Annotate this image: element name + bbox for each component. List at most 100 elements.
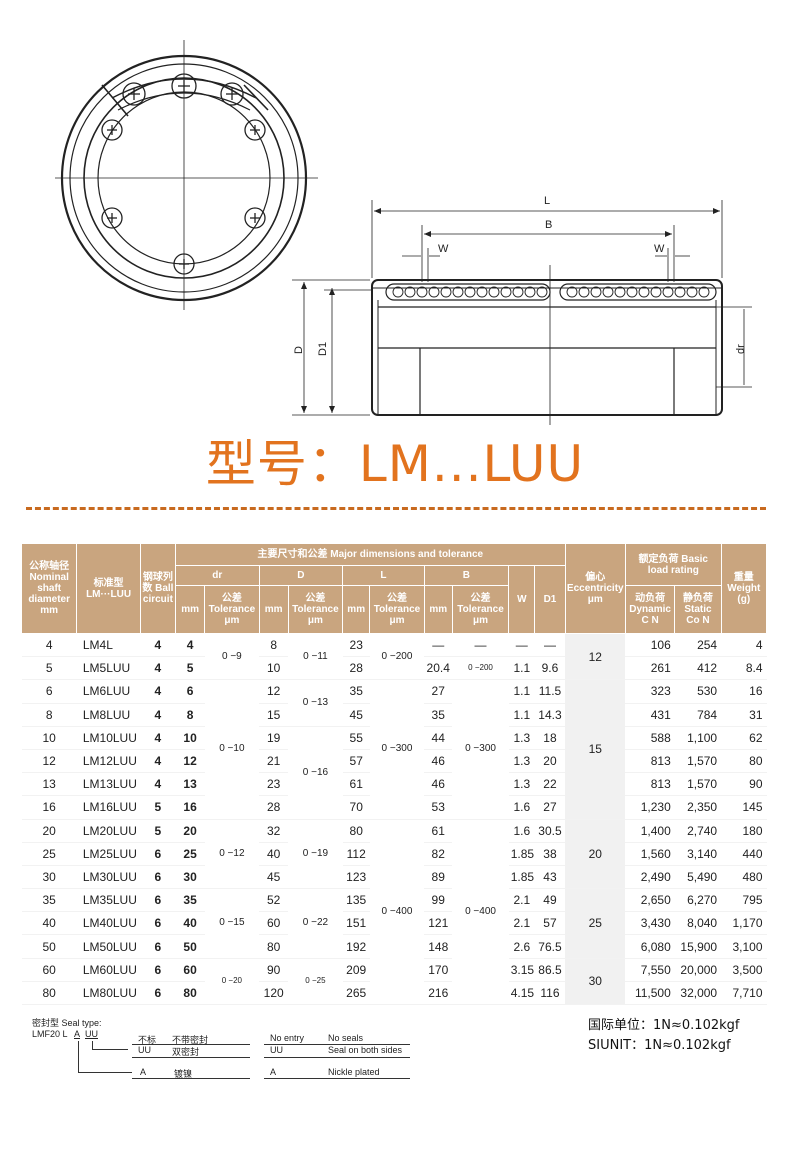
cell-dr-tol: 0 −10 (204, 679, 260, 820)
cell-B: 170 (424, 958, 453, 982)
cell-dr-tol: 0 −12 (204, 819, 260, 890)
cell-weight: 480 (721, 865, 767, 890)
seal-code-a: A (74, 1029, 81, 1039)
cell-B: 35 (424, 703, 453, 727)
cell-D: 52 (259, 888, 289, 913)
cell-dr: 6 (175, 679, 205, 704)
cell-W: 1.85 (508, 842, 535, 866)
cell-L: 265 (342, 981, 370, 1006)
cell-L: 123 (342, 865, 370, 890)
cell-model: LM16LUU (76, 795, 141, 820)
cell-D-tol: 0 −13 (288, 679, 343, 727)
cell-W: 1.6 (508, 819, 535, 843)
cell-ball: 5 (140, 819, 176, 843)
cell-ball: 6 (140, 958, 176, 982)
table-row: 16 LM16LUU 5 16 28 70 53 1.6 27 1,230 2,… (21, 795, 767, 820)
cell-dynamic: 1,400 (625, 819, 675, 843)
seal-cn-row2-desc: 双密封 (172, 1047, 200, 1057)
cell-dr: 40 (175, 911, 205, 936)
dim-B-label: B (545, 219, 552, 231)
cell-D1: 20 (534, 749, 566, 774)
cell-eccentricity: 30 (565, 958, 626, 1006)
cell-static: 2,350 (674, 795, 722, 820)
cell-dynamic: 2,490 (625, 865, 675, 890)
cell-weight: 3,500 (721, 958, 767, 982)
cell-W: 2.1 (508, 911, 535, 936)
cell-W: 4.15 (508, 981, 535, 1006)
seal-a-cn: 镀镍 (174, 1069, 193, 1079)
cell-ball: 6 (140, 842, 176, 866)
cell-nominal: 80 (21, 981, 77, 1006)
table-row: 12 LM12LUU 4 12 21 57 46 1.3 20 813 1,57… (21, 749, 767, 774)
seal-cn-row2-code: UU (138, 1045, 151, 1055)
cell-dr: 10 (175, 726, 205, 750)
cell-nominal: 50 (21, 934, 77, 959)
cell-B: 82 (424, 842, 453, 866)
cell-L-tol: 0 −300 (369, 679, 425, 820)
cell-L: 151 (342, 911, 370, 936)
dim-D-label: D (293, 346, 305, 354)
cell-dynamic: 11,500 (625, 981, 675, 1006)
cell-nominal: 12 (21, 749, 77, 774)
cell-eccentricity: 12 (565, 633, 626, 681)
cell-weight: 145 (721, 795, 767, 820)
cell-static: 412 (674, 656, 722, 681)
cell-model: LM35LUU (76, 888, 141, 913)
cell-ball: 4 (140, 749, 176, 774)
cell-ball: 4 (140, 679, 176, 704)
cell-weight: 1,170 (721, 911, 767, 936)
seal-en-row2-desc: Seal on both sides (328, 1045, 403, 1055)
cell-D: 40 (259, 842, 289, 866)
cell-model: LM10LUU (76, 726, 141, 750)
cell-D: 32 (259, 819, 289, 843)
cell-D: 28 (259, 795, 289, 820)
col-static: 静负荷 Static Co N (674, 585, 722, 634)
cell-B-tol: 0 −400 (452, 819, 509, 1005)
cell-weight: 31 (721, 703, 767, 727)
cell-dynamic: 2,650 (625, 888, 675, 913)
col-L: L (342, 565, 425, 586)
seal-cn-row1-code: 不标 (138, 1035, 157, 1045)
dim-D1-label: D1 (317, 342, 329, 356)
seal-en-row2-code: UU (270, 1045, 283, 1055)
cell-static: 15,900 (674, 934, 722, 959)
seal-rule (132, 1044, 250, 1045)
cell-D: 60 (259, 911, 289, 936)
cell-model: LM30LUU (76, 865, 141, 890)
cell-D1: 9.6 (534, 656, 566, 681)
cell-D: 10 (259, 656, 289, 681)
cell-ball: 4 (140, 633, 176, 658)
cell-weight: 16 (721, 679, 767, 704)
cell-W: 1.1 (508, 656, 535, 681)
cell-dynamic: 588 (625, 726, 675, 750)
cell-W: 1.6 (508, 795, 535, 820)
cell-ball: 6 (140, 981, 176, 1006)
cell-eccentricity: 25 (565, 888, 626, 959)
cell-D: 21 (259, 749, 289, 774)
cell-L-tol: 0 −400 (369, 819, 425, 1005)
cell-static: 5,490 (674, 865, 722, 890)
cell-W: 1.3 (508, 749, 535, 774)
cell-dr: 4 (175, 633, 205, 658)
cell-B: — (424, 633, 453, 658)
cell-D: 12 (259, 679, 289, 704)
seal-connector-uu (92, 1041, 93, 1050)
cell-dynamic: 813 (625, 749, 675, 774)
col-W: W (508, 565, 536, 634)
table-row: 6 LM6LUU 4 6 0 −10 12 0 −13 35 0 −300 27… (21, 679, 767, 820)
cell-dr: 13 (175, 772, 205, 797)
cell-L: 28 (342, 656, 370, 681)
cell-model: LM20LUU (76, 819, 141, 843)
cell-D: 15 (259, 703, 289, 727)
cell-dr: 5 (175, 656, 205, 681)
cell-weight: 4 (721, 633, 767, 658)
cell-B: 46 (424, 772, 453, 797)
cell-W: 1.3 (508, 726, 535, 750)
cell-L: 135 (342, 888, 370, 913)
cell-model: LM80LUU (76, 981, 141, 1006)
cell-static: 1,570 (674, 749, 722, 774)
cell-dr: 20 (175, 819, 205, 843)
table-row: 5 LM5LUU 4 5 10 28 20.4 0 −200 1.1 9.6 2… (21, 656, 767, 681)
cell-D-tol: 0 −19 (288, 819, 343, 890)
